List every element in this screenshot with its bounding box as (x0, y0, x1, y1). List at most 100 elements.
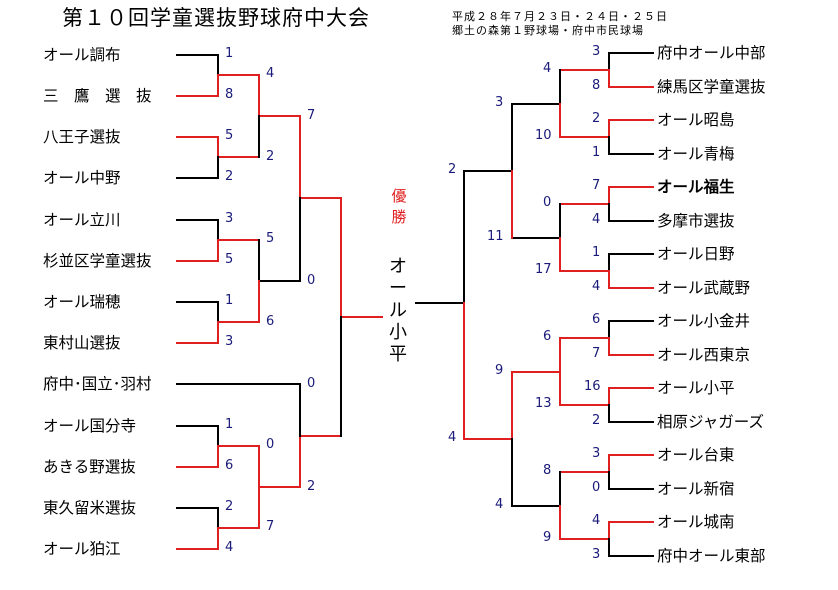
bracket-line (176, 74, 260, 97)
bracket-line (258, 239, 301, 282)
bracket-line (463, 103, 513, 172)
left-team-2: 三 鷹 選 抜 (43, 87, 152, 105)
score: 4 (592, 279, 601, 294)
score: 16 (584, 379, 601, 394)
bracket-line (559, 337, 654, 356)
score: 4 (266, 66, 275, 81)
score: 2 (266, 149, 275, 164)
score: 8 (225, 87, 234, 102)
left-team-5: オール立川 (43, 211, 121, 229)
right-team-9: オール小金井 (657, 312, 751, 330)
bracket-line (176, 219, 219, 241)
bracket-line (176, 136, 260, 158)
bracket-line (559, 119, 654, 138)
bracket-line (511, 203, 561, 239)
right-team-1: 府中オール中部 (657, 44, 766, 62)
score: 17 (535, 262, 552, 277)
score: 7 (592, 346, 601, 361)
bracket-line (176, 321, 260, 344)
score: 6 (592, 312, 601, 327)
score: 4 (543, 61, 552, 76)
bracket-line (559, 387, 654, 406)
bracket-line (176, 445, 260, 468)
bracket-line (608, 52, 654, 71)
left-team-10: オール国分寺 (43, 417, 137, 435)
score: 9 (543, 530, 552, 545)
bracket-line (463, 371, 513, 440)
score: 1 (592, 245, 601, 260)
score: 8 (543, 463, 552, 478)
right-team-2: 練馬区学童選抜 (657, 78, 766, 96)
score: 2 (592, 413, 601, 428)
score: 5 (266, 231, 275, 246)
score: 4 (592, 513, 601, 528)
bracket-line (608, 320, 654, 339)
bracket-line (559, 186, 654, 205)
bracket-line (176, 383, 301, 437)
score: 1 (225, 417, 234, 432)
bracket-line (608, 203, 654, 222)
score: 4 (448, 430, 457, 445)
score: 0 (307, 273, 316, 288)
score: 3 (592, 547, 601, 562)
tournament-title: 第１０回学童選抜野球府中大会 (62, 6, 370, 30)
bracket-line (176, 239, 260, 262)
score: 7 (266, 519, 275, 534)
bracket-line (258, 435, 342, 488)
left-team-3: 八王子選抜 (43, 128, 121, 146)
score: 0 (592, 480, 601, 495)
right-team-10: オール西東京 (657, 346, 751, 364)
score: 6 (266, 314, 275, 329)
score: 2 (225, 499, 234, 514)
right-team-14: オール新宿 (657, 480, 735, 498)
score: 6 (225, 458, 234, 473)
right-team-7: オール日野 (657, 245, 735, 263)
bracket-line (559, 521, 654, 540)
venue-info: 郷土の森第１野球場・府中市民球場 (452, 24, 644, 37)
right-team-8: オール武蔵野 (657, 279, 751, 297)
score: 1 (225, 46, 234, 61)
score: 7 (592, 178, 601, 193)
score: 4 (592, 212, 601, 227)
score: 2 (307, 479, 316, 494)
score: 3 (592, 446, 601, 461)
score: 2 (225, 169, 234, 184)
score: 3 (225, 334, 234, 349)
right-team-13: オール台東 (657, 446, 735, 464)
score: 6 (543, 329, 552, 344)
left-team-1: オール調布 (43, 46, 121, 64)
score: 9 (495, 363, 504, 378)
score: 11 (487, 229, 504, 244)
bracket-line (176, 425, 219, 447)
score: 10 (535, 128, 552, 143)
right-team-5: オール福生 (657, 178, 735, 196)
score: 3 (495, 95, 504, 110)
score: 7 (307, 108, 316, 123)
left-team-8: 東村山選抜 (43, 334, 121, 352)
bracket-line (608, 538, 654, 557)
bracket-line (559, 270, 654, 289)
right-team-16: 府中オール東部 (657, 547, 766, 565)
bracket-line (511, 337, 561, 373)
score: 2 (592, 111, 601, 126)
left-team-7: オール瑞穂 (43, 293, 121, 311)
right-team-3: オール昭島 (657, 111, 735, 129)
bracket-line (608, 471, 654, 490)
score: 8 (592, 78, 601, 93)
bracket-line (511, 471, 561, 507)
bracket-line (511, 69, 561, 105)
score: 3 (225, 211, 234, 226)
score: 4 (495, 497, 504, 512)
bracket-line (176, 527, 260, 550)
score: 0 (266, 437, 275, 452)
bracket-line (176, 301, 219, 323)
bracket-line (176, 156, 219, 179)
score: 4 (225, 540, 234, 555)
bracket-line (559, 69, 654, 88)
bracket-line (559, 454, 654, 473)
champion-label: 優勝 (391, 187, 407, 226)
left-team-4: オール中野 (43, 169, 121, 187)
right-team-4: オール青梅 (657, 145, 735, 163)
bracket-line (176, 54, 219, 76)
